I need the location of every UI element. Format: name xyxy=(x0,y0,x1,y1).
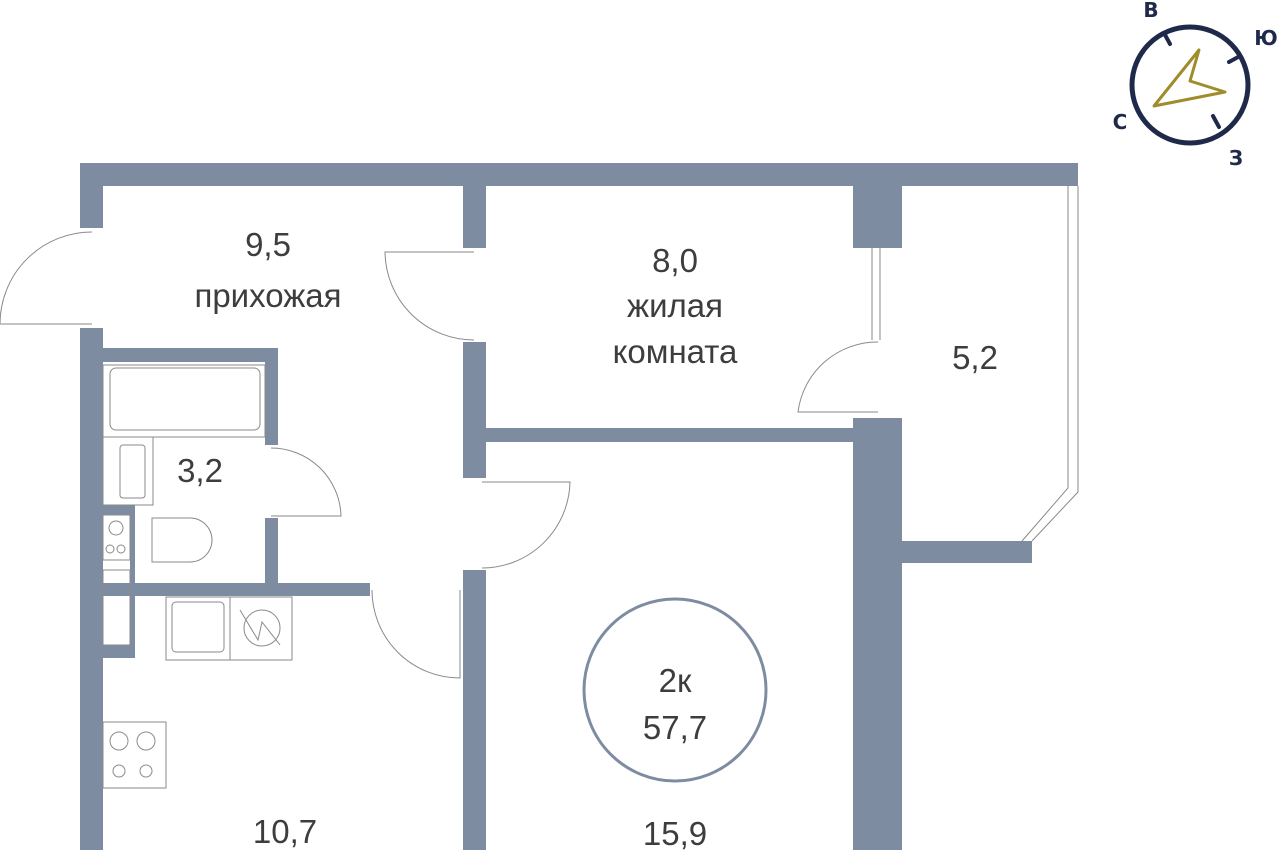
compass-west: З xyxy=(1229,146,1243,170)
living-room-area: 8,0 xyxy=(652,242,698,279)
compass-south: Ю xyxy=(1254,26,1277,50)
toilet xyxy=(151,517,213,563)
living-room-name-line2: комната xyxy=(613,333,738,370)
compass-arrow-icon xyxy=(1152,48,1227,108)
doors xyxy=(0,231,879,679)
washing-machine xyxy=(243,609,281,647)
fixtures xyxy=(102,364,293,789)
bathroom-area: 3,2 xyxy=(177,452,223,489)
shower xyxy=(171,601,225,653)
apartment-type: 2к xyxy=(659,662,692,699)
bathtub xyxy=(109,367,261,431)
balcony-area: 5,2 xyxy=(952,339,998,376)
sink xyxy=(119,444,146,499)
stove xyxy=(102,721,167,789)
apartment-badge: 2к 57,7 xyxy=(582,597,768,783)
room-area: 15,9 xyxy=(643,815,707,850)
compass-east: В xyxy=(1143,0,1158,22)
total-area: 57,7 xyxy=(643,709,707,746)
living-room-name-line1: жилая xyxy=(627,287,723,324)
walls xyxy=(80,163,1078,850)
kitchen-area: 10,7 xyxy=(253,813,317,850)
hallway-area: 9,5 xyxy=(245,226,291,263)
balcony-glazing xyxy=(871,186,1079,542)
compass-icon: В Ю С З xyxy=(1113,0,1278,170)
hallway-name: прихожая xyxy=(194,277,341,314)
shelf xyxy=(102,569,131,646)
compass-north: С xyxy=(1113,110,1128,134)
